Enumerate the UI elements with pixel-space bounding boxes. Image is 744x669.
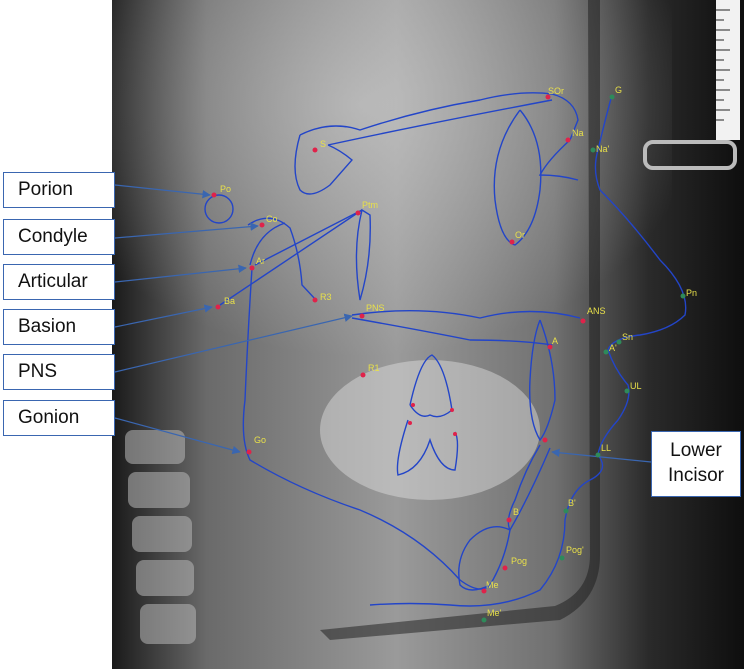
point-pn: [680, 293, 686, 299]
callout-lower-incisor: Lower Incisor: [651, 431, 741, 497]
point-molar-1: [411, 403, 415, 407]
label-ans: ANS: [587, 306, 606, 316]
label-ul: UL: [630, 381, 642, 391]
point-ans: [580, 318, 586, 324]
label-pog-soft: Pog': [566, 545, 584, 555]
dentition-glow: [320, 360, 540, 500]
arrow-pns: [114, 313, 353, 373]
label-po: Po: [220, 184, 231, 194]
point-po: [211, 192, 217, 198]
point-me-soft: [481, 617, 487, 623]
label-ar: Ar: [256, 256, 265, 266]
label-ptm: Ptm: [362, 200, 378, 210]
point-r3: [312, 297, 318, 303]
ruler-icon: [643, 0, 740, 170]
label-me: Me: [486, 580, 499, 590]
arrow-lower-incisor: [551, 448, 652, 463]
label-me-soft: Me': [487, 608, 502, 618]
point-s: [312, 147, 318, 153]
point-na: [565, 137, 571, 143]
label-go: Go: [254, 435, 266, 445]
point-b: [506, 517, 512, 523]
arrow-porion: [114, 184, 211, 199]
label-or: Or: [515, 230, 525, 240]
label-b-soft: B': [568, 498, 576, 508]
callout-porion: Porion: [3, 172, 115, 208]
point-ll: [595, 452, 601, 458]
point-sor: [545, 94, 551, 100]
point-pog-soft: [559, 555, 565, 561]
callout-basion: Basion: [3, 309, 115, 345]
arrow-basion: [114, 304, 213, 328]
point-ar: [249, 265, 255, 271]
label-g: G: [615, 85, 622, 95]
xray-skull-glow: [112, 0, 672, 420]
point-pog: [502, 565, 508, 571]
label-pn: Pn: [686, 288, 697, 298]
arrow-articular: [114, 264, 247, 283]
label-na-soft: Na': [596, 144, 610, 154]
label-ll: LL: [601, 443, 611, 453]
label-na: Na: [572, 128, 584, 138]
point-b-soft: [563, 508, 569, 514]
label-ba: Ba: [224, 296, 235, 306]
point-or: [509, 239, 515, 245]
label-b: B: [513, 507, 519, 517]
callout-pns: PNS: [3, 354, 115, 390]
label-r3: R3: [320, 292, 332, 302]
point-a: [547, 344, 553, 350]
arrow-gonion: [114, 417, 241, 455]
label-pns: PNS: [366, 303, 385, 313]
callout-articular: Articular: [3, 264, 115, 300]
landmark-labels: S Po Co Ar Ba R3 Ptm PNS R1 Go Or Na ANS…: [220, 85, 697, 618]
point-go: [246, 449, 252, 455]
point-pns: [359, 313, 365, 319]
skeletal-landmark-points: [211, 94, 586, 594]
callout-gonion: Gonion: [3, 400, 115, 436]
cephalometric-tracing: [204, 92, 687, 607]
label-sor: SOr: [548, 86, 564, 96]
point-sn: [616, 339, 622, 345]
label-a: A: [552, 336, 558, 346]
label-pog: Pog: [511, 556, 527, 566]
point-g: [609, 94, 615, 100]
point-molar-2: [450, 408, 454, 412]
point-ba: [215, 304, 221, 310]
point-incisor-tip: [542, 437, 548, 443]
point-ptm: [355, 210, 361, 216]
callout-condyle: Condyle: [3, 219, 115, 255]
point-a-soft: [603, 349, 609, 355]
point-molar-4: [453, 432, 457, 436]
label-sn: Sn: [622, 332, 633, 342]
callout-arrows: [114, 184, 652, 463]
point-r1: [360, 372, 366, 378]
point-na-soft: [590, 147, 596, 153]
label-a-soft: A': [609, 343, 617, 353]
label-co: Co: [266, 214, 278, 224]
point-ul: [624, 388, 630, 394]
point-co: [259, 222, 265, 228]
point-me: [481, 588, 487, 594]
soft-tissue-landmark-points: [481, 94, 686, 623]
point-molar-3: [408, 421, 412, 425]
cervical-vertebrae: [125, 430, 196, 644]
arrow-condyle: [114, 222, 259, 239]
label-s: S: [320, 139, 326, 149]
label-r1: R1: [368, 363, 380, 373]
